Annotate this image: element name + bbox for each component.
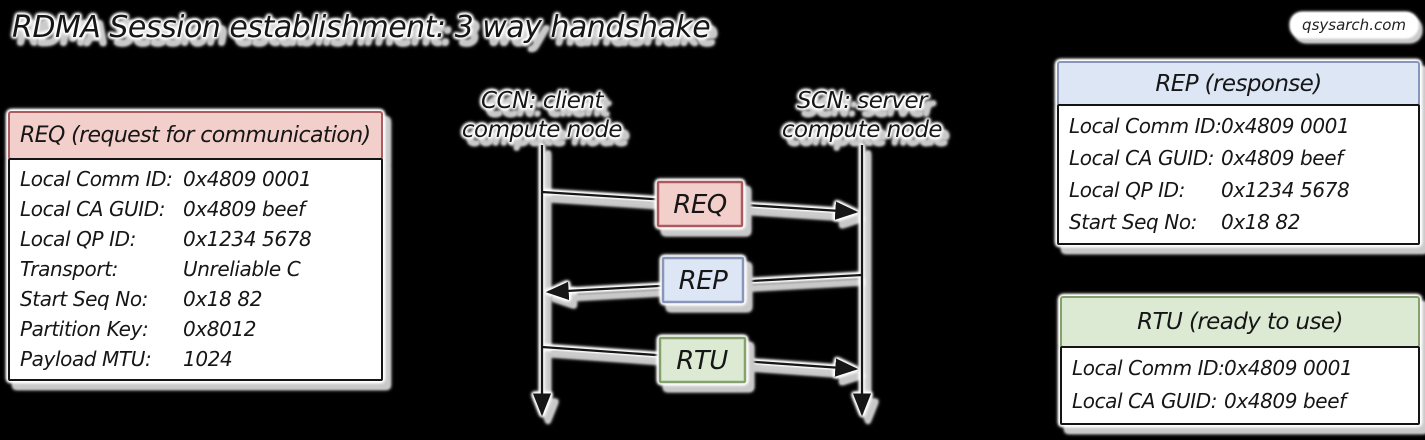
field-label: Local QP ID: [20, 227, 136, 251]
rep-message-label: REP [661, 256, 745, 304]
rtu-box-body: Local Comm ID:0x4809 0001 Local CA GUID:… [1060, 346, 1420, 425]
table-row: Transport: Unreliable C [10, 254, 381, 284]
sequence-diagram: CCN: client compute node SCN: server com… [462, 88, 943, 417]
field-value: 0x4809 0001 [183, 167, 312, 191]
svg-text:compute node: compute node [462, 117, 623, 143]
table-row: Local QP ID: 0x1234 5678 [10, 224, 381, 254]
watermark-badge: qsysarch.com [1291, 13, 1417, 37]
field-label: Start Seq No: [20, 287, 149, 311]
table-row: Local Comm ID:0x4809 0001 [1062, 352, 1418, 385]
table-row: Local CA GUID:0x4809 beef [1059, 142, 1418, 174]
diagram-title: RDMA Session establishment: 3 way handsh… [12, 10, 711, 45]
table-row: Partition Key: 0x8012 [10, 314, 381, 344]
rep-box-header: REP (response) [1057, 61, 1420, 106]
field-value: Unreliable C [183, 257, 301, 281]
table-row: Local Comm ID: 0x4809 0001 [10, 164, 381, 194]
field-value: 1024 [183, 347, 233, 371]
svg-text:REP: REP [679, 266, 728, 296]
field-label: Local Comm ID: [1072, 356, 1225, 380]
field-label: Local CA GUID: [1069, 146, 1215, 170]
field-value: 0x4809 0001 [1221, 114, 1350, 138]
svg-text:SCN: server: SCN: server [797, 88, 929, 114]
field-value: 0x1234 5678 [183, 227, 312, 251]
field-value: 0x18 82 [183, 287, 263, 311]
field-label: Local QP ID: [1069, 178, 1185, 202]
table-row: Local Comm ID:0x4809 0001 [1059, 110, 1418, 142]
field-label: Partition Key: [20, 317, 149, 341]
table-row: Payload MTU: 1024 [10, 344, 381, 374]
table-row: Start Seq No: 0x18 82 [1059, 206, 1418, 238]
field-label: Local CA GUID: [1072, 389, 1218, 413]
field-value: 0x4809 beef [1221, 146, 1343, 170]
table-row: Local CA GUID:0x4809 beef [1062, 385, 1418, 418]
field-value: 0x4809 beef [183, 197, 305, 221]
rtu-message-label: RTU [658, 336, 747, 384]
table-row: Local CA GUID: 0x4809 beef [10, 194, 381, 224]
field-value: 0x1234 5678 [1221, 178, 1350, 202]
svg-text:RTU: RTU [676, 346, 728, 376]
req-detail-box: REQ (request for communication) Local Co… [8, 111, 383, 381]
server-actor-label: SCN: server compute node [782, 88, 943, 143]
field-label: Local Comm ID: [20, 167, 173, 191]
field-value: 0x18 82 [1221, 210, 1301, 234]
rep-box-body: Local Comm ID:0x4809 0001 Local CA GUID:… [1057, 104, 1420, 245]
field-label: Payload MTU: [20, 347, 152, 371]
table-row: Local QP ID: 0x1234 5678 [1059, 174, 1418, 206]
rtu-detail-box: RTU (ready to use) Local Comm ID:0x4809 … [1060, 296, 1420, 425]
field-value: 0x4809 0001 [1224, 356, 1353, 380]
rtu-box-header: RTU (ready to use) [1060, 296, 1420, 348]
field-label: Transport: [20, 257, 118, 281]
field-value: 0x8012 [183, 317, 257, 341]
rep-detail-box: REP (response) Local Comm ID:0x4809 0001… [1057, 61, 1420, 245]
svg-text:CCN: client: CCN: client [481, 88, 605, 114]
field-label: Local Comm ID: [1069, 114, 1222, 138]
svg-text:REQ: REQ [673, 190, 726, 220]
req-box-header: REQ (request for communication) [8, 111, 383, 160]
svg-text:compute node: compute node [782, 117, 943, 143]
field-label: Start Seq No: [1069, 210, 1198, 234]
client-actor-label: CCN: client compute node [462, 88, 623, 143]
field-value: 0x4809 beef [1224, 389, 1346, 413]
table-row: Start Seq No: 0x18 82 [10, 284, 381, 314]
field-label: Local CA GUID: [20, 197, 166, 221]
req-message-label: REQ [656, 180, 744, 228]
req-box-body: Local Comm ID: 0x4809 0001 Local CA GUID:… [8, 158, 383, 381]
